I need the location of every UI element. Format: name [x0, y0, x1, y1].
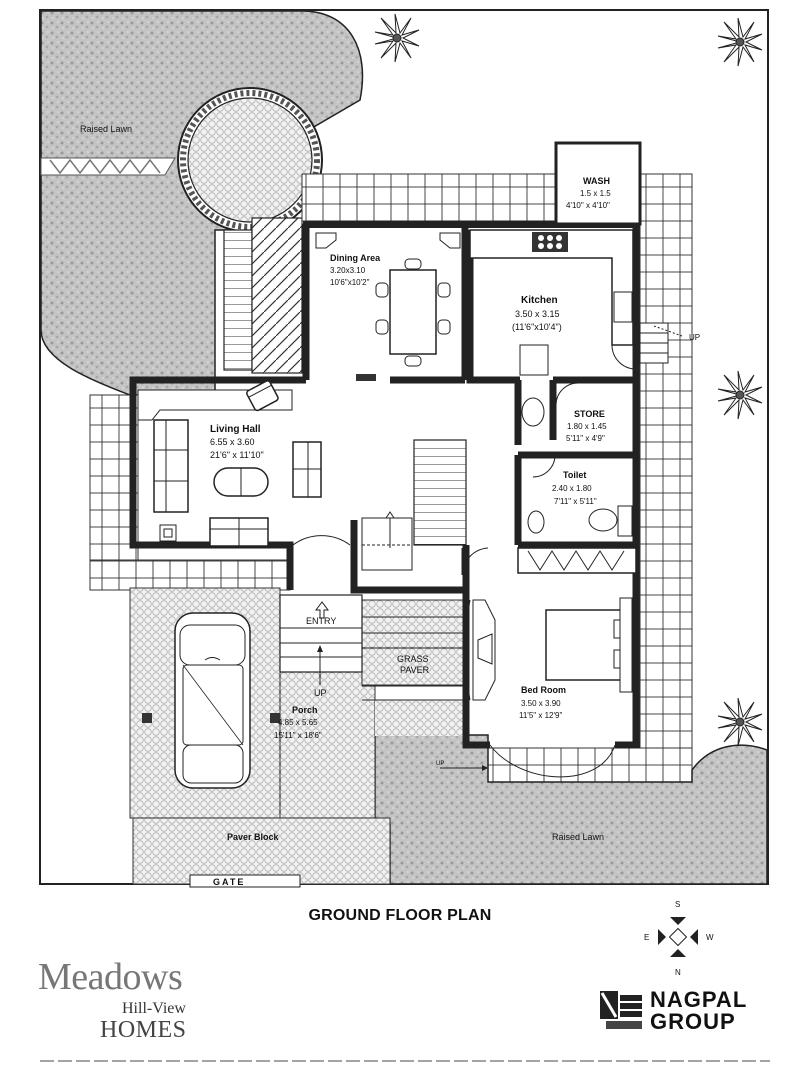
- compass-e: E: [644, 933, 649, 942]
- group-text: GROUP: [650, 1009, 736, 1034]
- meadows-logo-text: Meadows: [38, 956, 183, 998]
- toilet-size-ft: 7'11" x 5'11": [554, 497, 597, 506]
- living-name: Living Hall: [210, 424, 261, 435]
- dining-table-icon: [375, 258, 451, 367]
- raised-lawn-bottom: [374, 734, 768, 885]
- plant-icon: [717, 697, 763, 747]
- gate-label: GATE: [213, 877, 245, 887]
- staircase: [354, 439, 467, 592]
- kitchen-size-m: 3.50 x 3.15: [515, 309, 560, 319]
- store-name: STORE: [574, 409, 605, 419]
- floor-plan: Raised Lawn Raised Lawn ENTRY UP GRAS: [39, 9, 769, 888]
- dining-size-m: 3.20x3.10: [330, 266, 366, 275]
- store-size-m: 1.80 x 1.45: [567, 422, 607, 431]
- meadows-logo: Meadows Hill-View HOMES: [38, 955, 238, 1050]
- up-small-label: UP: [436, 761, 444, 767]
- entry-label: ENTRY: [306, 616, 336, 626]
- porch-name: Porch: [292, 705, 318, 715]
- grass-paver-label-1: GRASS: [397, 654, 429, 664]
- sofa-left-icon: [153, 419, 189, 513]
- lounge-chair-icon: [246, 380, 279, 412]
- kitchen-sink-icon: [613, 291, 633, 323]
- plant-icon: [717, 17, 763, 67]
- plant-icon: [374, 13, 420, 63]
- homes-text: HOMES: [100, 1017, 187, 1043]
- raised-lawn-top-label: Raised Lawn: [80, 124, 132, 134]
- plant-icon: [717, 370, 763, 420]
- paver-block: [132, 817, 391, 885]
- living-size-ft: 21'6" x 11'10": [210, 450, 264, 460]
- tile-grid-top: [301, 173, 557, 225]
- kitchen-size-ft: (11'6"x10'4"): [512, 322, 562, 332]
- paver-block-label: Paver Block: [227, 832, 280, 842]
- lamp-table-icon: [159, 524, 177, 542]
- compass-w: W: [706, 933, 714, 942]
- wash-size-ft: 4'10" x 4'10": [566, 201, 610, 210]
- grass-paver-label-2: PAVER: [400, 665, 430, 675]
- armchair-icon: [292, 441, 322, 498]
- nagpal-text: NAGPAL: [650, 987, 748, 1012]
- wash-name: WASH: [583, 176, 610, 186]
- bed-icon: [545, 597, 633, 693]
- toilet-name: Toilet: [563, 470, 586, 480]
- living-size-m: 6.55 x 3.60: [210, 437, 255, 447]
- stove-icon: [532, 232, 568, 252]
- bedroom-name: Bed Room: [521, 685, 566, 695]
- bedroom-size-m: 3.50 x 3.90: [521, 699, 561, 708]
- raised-lawn-bottom-label: Raised Lawn: [552, 832, 604, 842]
- plan-title: GROUND FLOOR PLAN: [308, 907, 492, 924]
- compass-icon: S E W N: [644, 900, 714, 977]
- toilet-size-m: 2.40 x 1.80: [552, 484, 592, 493]
- ramp-steps: [223, 229, 253, 371]
- store-size-ft: 5'11" x 4'9": [566, 434, 605, 443]
- porch-size-ft: 15'11" x 18'6": [274, 731, 322, 740]
- car-icon: [174, 612, 251, 789]
- tile-grid-bottom: [487, 747, 693, 783]
- dining-size-ft: 10'6"x10'2": [330, 278, 370, 287]
- hill-view-text: Hill-View: [122, 1000, 186, 1017]
- compass-n: N: [675, 968, 681, 977]
- nagpal-group-logo: NAGPAL GROUP: [598, 985, 768, 1035]
- bay-window: [477, 633, 493, 665]
- toilet-icon: [588, 505, 633, 537]
- toilet-basin-icon: [527, 510, 545, 534]
- compass-s: S: [675, 900, 680, 909]
- bedroom-size-ft: 11'5" x 12'9": [519, 711, 562, 720]
- wash-size-m: 1.5 x 1.5: [580, 189, 611, 198]
- wash-area: [554, 141, 642, 226]
- up-kitchen-label: UP: [689, 333, 700, 342]
- porch-size-m: 4.85 x 5.65: [278, 718, 318, 727]
- dining-name: Dining Area: [330, 253, 381, 263]
- hatched-planter: [251, 217, 303, 374]
- footnote-text: [40, 1060, 770, 1062]
- sofa-bottom-icon: [209, 517, 269, 547]
- nagpal-logo-icon: [600, 991, 642, 1029]
- kitchen-name: Kitchen: [521, 295, 558, 306]
- tile-grid-right: [639, 173, 693, 783]
- wash-basin-icon: [521, 397, 545, 427]
- up-porch-label: UP: [314, 688, 327, 698]
- grass-paver-steps: [362, 616, 465, 701]
